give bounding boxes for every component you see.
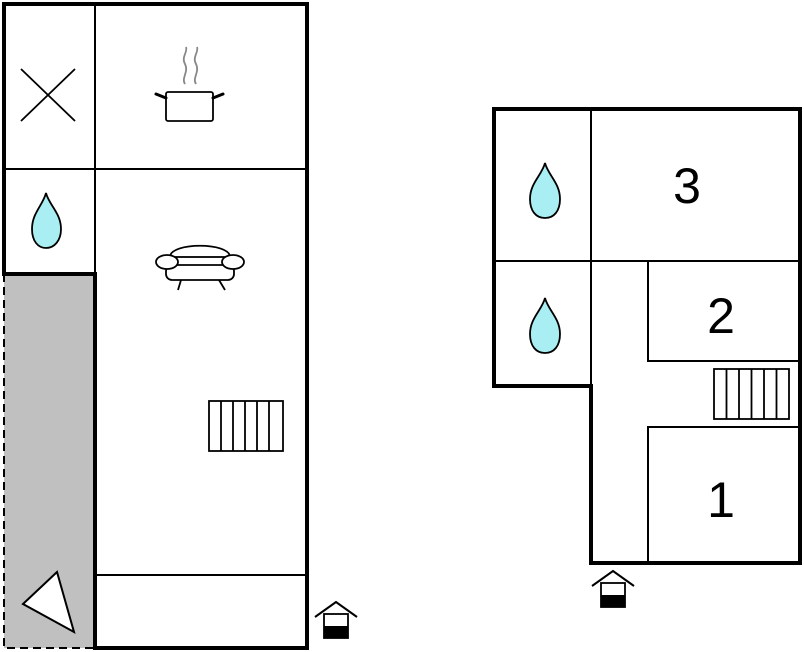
stairs-icon [208, 400, 284, 452]
bedroom-2-label: 2 [707, 288, 735, 344]
terrace [3, 274, 95, 649]
entrance-icon [314, 600, 358, 639]
water-drop-icon [529, 162, 561, 219]
bedroom-1-label: 1 [707, 472, 735, 528]
ground-floor [2, 2, 358, 650]
stairs-icon [713, 368, 790, 420]
terrace-direction-icon [21, 570, 76, 635]
water-drop-icon [31, 192, 62, 249]
sofa-icon [155, 244, 245, 291]
entrance-icon [591, 569, 635, 608]
terrace-dashed-border [3, 274, 95, 649]
bedroom-1-wall [647, 426, 800, 563]
upper-floor: 3 2 1 [492, 107, 802, 608]
water-drop-icon [529, 297, 561, 354]
bedroom-2-wall [647, 261, 800, 362]
upper-floor-outer-wall [492, 107, 802, 565]
cooking-pot-icon [154, 46, 225, 122]
cross-icon [20, 68, 76, 122]
bedroom-3-label: 3 [673, 158, 701, 214]
